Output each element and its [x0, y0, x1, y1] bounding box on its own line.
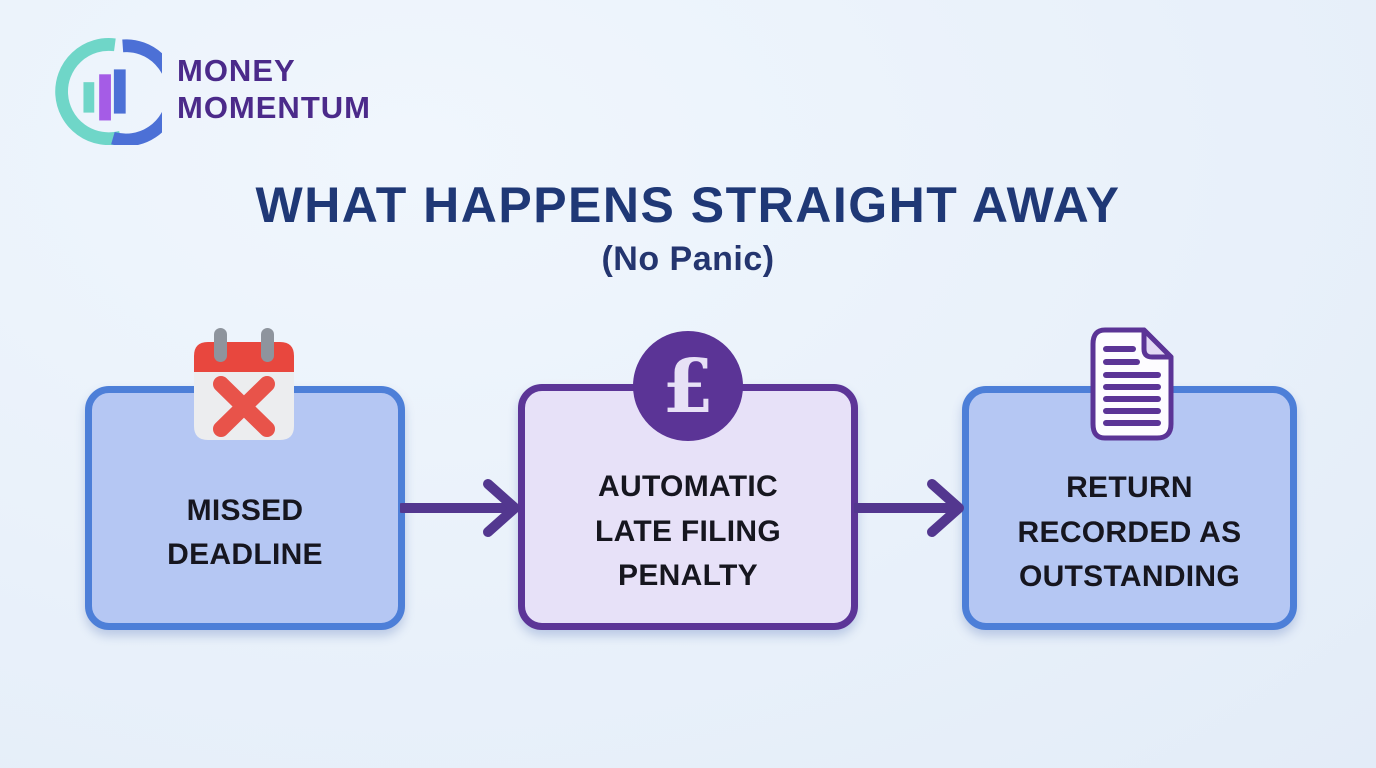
arrow-right-icon	[400, 479, 520, 537]
step-label: AUTOMATIC LATE FILING PENALTY	[594, 470, 782, 593]
brand-name-line1: MONEY	[177, 53, 296, 88]
step-label: MISSED DEADLINE	[167, 493, 323, 571]
pound-penalty-coin-icon: £	[633, 331, 743, 441]
money-momentum-logo-icon	[55, 38, 162, 145]
outstanding-return-document-icon	[1090, 327, 1174, 441]
flow-step-return-outstanding: RETURN RECORDED AS OUTSTANDING	[962, 386, 1297, 630]
page-subtitle: (No Panic)	[601, 240, 775, 278]
page-title: WHAT HAPPENS STRAIGHT AWAY	[255, 177, 1121, 233]
step-label: RETURN RECORDED AS OUTSTANDING	[1017, 471, 1242, 594]
calendar-missed-deadline-icon	[194, 328, 294, 440]
brand-name: MONEY MOMENTUM	[177, 52, 371, 126]
svg-text:£: £	[662, 344, 714, 430]
brand-name-line2: MOMENTUM	[177, 90, 371, 125]
arrow-right-icon	[854, 479, 964, 537]
